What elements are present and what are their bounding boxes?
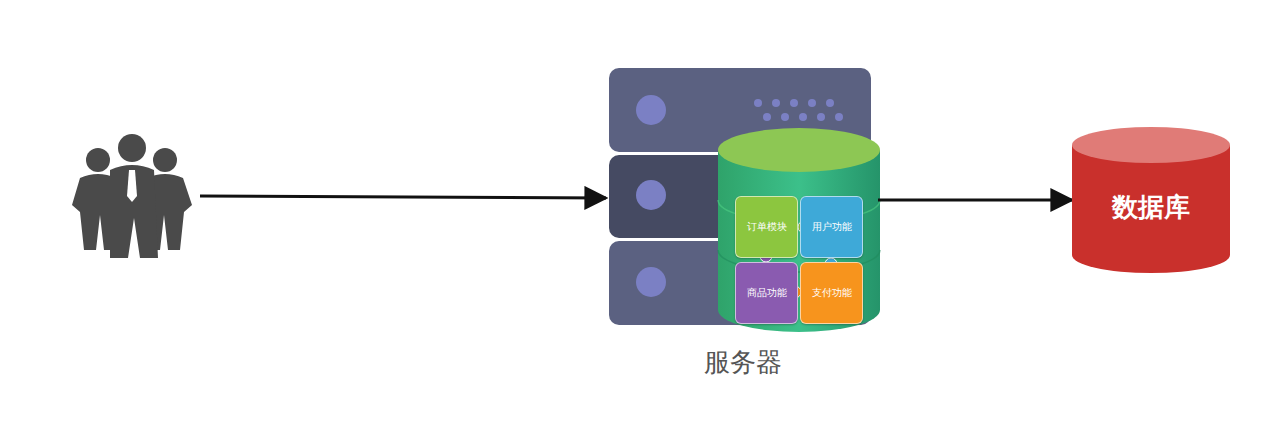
module-label: 商品功能 [747, 286, 787, 300]
server-stack [609, 68, 871, 325]
module-label: 支付功能 [812, 286, 852, 300]
module-cylinder [718, 128, 880, 332]
database-label: 数据库 [1072, 189, 1230, 225]
database-cylinder: 数据库 [1072, 127, 1230, 273]
module-piece: 支付功能 [800, 262, 863, 324]
request-arrow [200, 196, 606, 198]
server-label: 服务器 [608, 344, 878, 380]
module-piece: 商品功能 [735, 262, 798, 324]
server-group: 服务器 订单模块 用户功能商品功能 支付功能 [608, 68, 878, 380]
module-label: 用户功能 [812, 220, 852, 234]
module-piece: 用户功能 [800, 196, 863, 258]
module-label: 订单模块 [747, 220, 787, 234]
users-icon [72, 134, 192, 258]
connector-arrow [878, 199, 1072, 202]
module-piece: 订单模块 [735, 196, 798, 258]
